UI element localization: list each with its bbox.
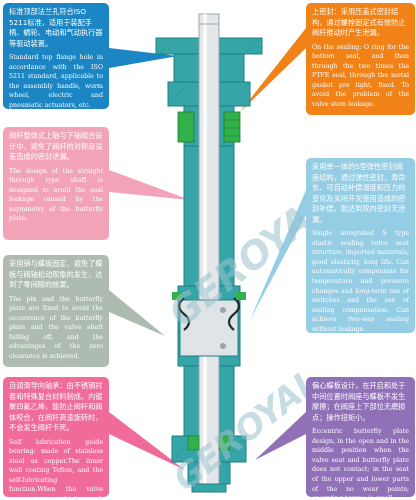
bearing-callout [109,412,185,470]
note-stem-design-zh: 阀杆整体式上轴与下轴组合设计中，避免了阀杆的对称度误差造成的密封泄漏。 [9,131,103,161]
pin-fixing-callout [109,290,165,336]
stem-design-callout [109,170,190,200]
note-pin-fixing-en: The pin and the butterfly plate are fixe… [9,295,103,361]
note-sealing-en: On the sealing: O ring for the bottom se… [312,43,409,109]
note-eccentric-en: Eccentric butterfly plate design, in the… [312,428,409,497]
note-seal-ring-en: Single integrated S type elastic sealing… [312,230,409,333]
bottom-cap [191,483,227,493]
note-seal-ring: 采用单一体的S型弹性密封阀座结构，通过弹性密封，寿命长、可自动补偿温度和压力的变… [306,158,415,333]
note-stem-design: 阀杆整体式上轴与下轴组合设计中，避免了阀杆的对称度误差造成的密封泄漏。 The … [3,127,109,240]
note-bearing-zh: 自润滑导向轴承：由不锈钢衬套和特殊复合材料制成，内镀聚四氟乙烯，能防止阀杆和阀体… [9,381,103,432]
note-top-flange: 标准顶部法兰孔符合ISO 5211标准，适用于装配手柄、蜗轮、电动和气动执行器等… [3,3,109,109]
seal-ring [172,292,246,331]
note-eccentric: 偏心蝶板设计，在开启和处于中间位置时阀座与蝶板不发生摩擦；在阀座上下部位无磨损点… [306,377,415,497]
valve-stem [198,13,220,485]
note-bearing: 自润滑导向轴承：由不锈钢衬套和特殊复合材料制成，内镀聚四氟乙烯，能防止阀杆和阀体… [3,377,109,497]
note-sealing-zh: 上密封：采用压盖式密封结构，通过螺栓固定式有效防止阀杆推动时产生泄漏。 [312,7,406,37]
note-stem-design-en: The design of the straight through type … [9,167,103,223]
note-eccentric-zh: 偏心蝶板设计，在开启和处于中间位置时阀座与蝶板不发生摩擦；在阀座上下部位无磨损点… [312,381,406,422]
note-sealing: 上密封：采用压盖式密封结构，通过螺栓固定式有效防止阀杆推动时产生泄漏。 On t… [306,3,415,115]
lower-bushings [187,435,231,451]
note-pin-fixing: 采用销与蝶板固定，避免了蝶板与阀轴松动现象的发生，达到了零间隙的效果。 The … [3,255,109,367]
note-bearing-en: Self lubrication guide bearing: made of … [9,438,103,498]
seal-ring-callout [250,190,306,320]
note-seal-ring-zh: 采用单一体的S型弹性密封阀座结构，通过弹性密封，寿命长、可自动补偿温度和压力的变… [312,162,406,224]
sealing-callout [240,28,306,112]
butterfly-disc [179,299,239,357]
note-top-flange-en: Standard top flange hole in accordance w… [9,54,103,109]
gland-packing [177,111,241,143]
body-hatching [159,39,259,459]
callout-lines [109,28,306,470]
eccentric-callout [255,412,306,460]
note-top-flange-zh: 标准顶部法兰孔符合ISO 5211标准，适用于装配手柄、蜗轮、电动和气动执行器等… [9,7,103,48]
note-pin-fixing-zh: 采用销与蝶板固定，避免了蝶板与阀轴松动现象的发生，达到了零间隙的效果。 [9,259,103,289]
top-flange-callout [109,48,178,68]
